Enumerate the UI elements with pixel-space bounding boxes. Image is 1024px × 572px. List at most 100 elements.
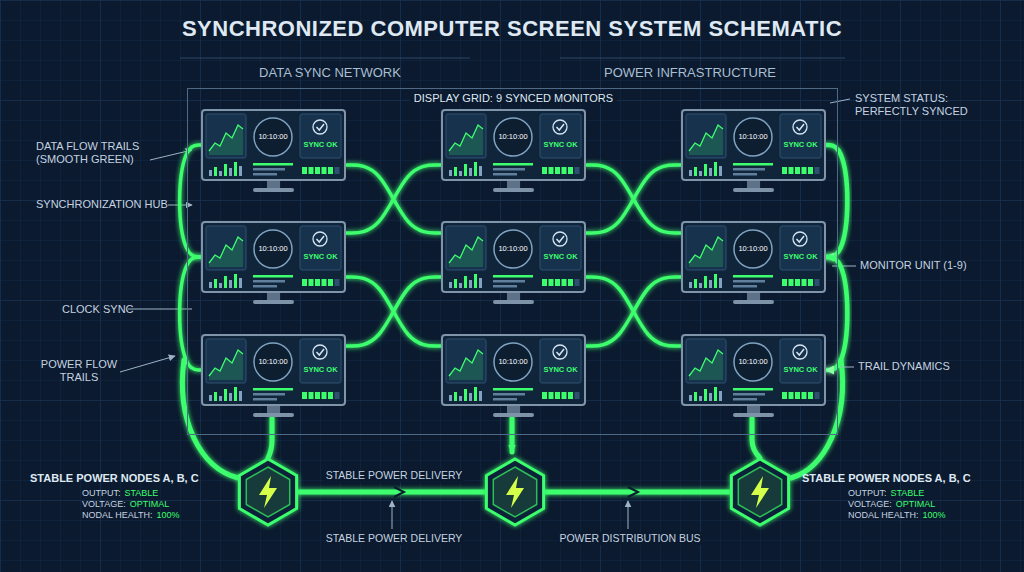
leader-line: [628, 501, 629, 529]
frame-heading: DISPLAY GRID: 9 SYNCED MONITORS: [410, 92, 617, 104]
callout-label: SYSTEM STATUS: PERFECTLY SYNCED: [855, 92, 995, 118]
monitor-base: [493, 188, 534, 192]
callout-label: TRAIL DYNAMICS: [858, 360, 950, 373]
callout-label: POWER DISTRIBUTION BUS: [557, 532, 702, 545]
callout-label: STABLE POWER NODES A, B, C: [30, 472, 199, 485]
monitor-base: [253, 300, 294, 304]
data-flow-trail: [586, 249, 681, 254]
monitor-unit: 10:10:00SYNC OK: [681, 109, 826, 193]
clock-time: 10:10:00: [493, 357, 533, 366]
clock-time: 10:10:00: [493, 132, 533, 141]
power-node-hexagon: [731, 459, 788, 525]
data-flow-trail: [586, 137, 681, 142]
monitor-unit: 10:10:00SYNC OK: [441, 109, 586, 193]
monitor-base: [733, 188, 774, 192]
leader-line: [128, 309, 192, 310]
sync-status: SYNC OK: [780, 365, 821, 374]
sync-status: SYNC OK: [780, 140, 821, 149]
sync-status: SYNC OK: [540, 365, 581, 374]
power-node-hexagon: [239, 459, 296, 525]
diagram-title: SYNCHRONIZED COMPUTER SCREEN SYSTEM SCHE…: [182, 16, 842, 42]
leader-lines: [120, 99, 856, 529]
monitor-stand: [507, 406, 520, 413]
data-flow-trail: [346, 165, 441, 233]
callout-label: OUTPUT:: [848, 488, 887, 499]
leader-line: [830, 99, 850, 103]
clock-time: 10:10:00: [253, 244, 293, 253]
callout-label: DATA SYNC NETWORK: [259, 65, 401, 81]
callout-label: STABLE POWER NODES A, B, C: [802, 472, 971, 485]
callout-label: DATA FLOW TRAILS (SMOOTH GREEN): [36, 140, 148, 166]
data-flow-trail: [586, 277, 681, 346]
data-flow-trail: [346, 277, 441, 346]
status-value: OPTIMAL: [130, 499, 170, 510]
display-grid-frame: DISPLAY GRID: 9 SYNCED MONITORS10:10:00S…: [187, 88, 838, 435]
callout-label: MONITOR UNIT (1-9): [860, 259, 967, 272]
monitor-base: [493, 413, 534, 417]
status-value: STABLE: [891, 488, 925, 499]
power-wire: [510, 418, 515, 452]
monitor-unit: 10:10:00SYNC OK: [201, 334, 346, 418]
callout-label: OUTPUT:: [82, 488, 121, 499]
monitor-stand: [507, 181, 520, 188]
data-flow-trail: [826, 257, 847, 370]
monitor-stand: [507, 293, 520, 300]
monitor-stand: [747, 293, 760, 300]
leader-line: [120, 356, 175, 372]
power-node-hexagon: [486, 459, 543, 525]
sync-status: SYNC OK: [780, 252, 821, 261]
bus-arrow: [628, 487, 638, 497]
sync-status: SYNC OK: [540, 140, 581, 149]
callout-label: NODAL HEALTH:: [82, 510, 153, 521]
data-flow-trail: [180, 145, 201, 257]
leader-line: [832, 266, 856, 267]
clock-time: 10:10:00: [253, 132, 293, 141]
clock-time: 10:10:00: [493, 244, 533, 253]
clock-time: 10:10:00: [733, 357, 773, 366]
sync-status: SYNC OK: [300, 252, 341, 261]
monitor-unit: 10:10:00SYNC OK: [201, 221, 346, 305]
monitor-base: [253, 413, 294, 417]
callout-label: STABLE POWER DELIVERY: [324, 469, 465, 482]
monitor-stand: [267, 293, 280, 300]
bus-arrow: [394, 487, 404, 497]
power-wire: [268, 418, 272, 458]
status-value: 100%: [923, 510, 946, 521]
sync-status: SYNC OK: [300, 365, 341, 374]
monitor-stand: [267, 406, 280, 413]
power-bus: [298, 490, 486, 495]
monitor-stand: [747, 181, 760, 188]
monitor-stand: [747, 406, 760, 413]
data-flow-trail: [586, 165, 681, 233]
callout-label: SYNCHRONIZATION HUB: [36, 198, 168, 211]
data-flow-trail: [346, 362, 441, 367]
status-value: 100%: [157, 510, 180, 521]
monitor-stand: [267, 181, 280, 188]
monitor-unit: 10:10:00SYNC OK: [681, 334, 826, 418]
power-wire: [752, 418, 760, 458]
monitor-base: [733, 300, 774, 304]
sync-status: SYNC OK: [300, 140, 341, 149]
callout-label: STABLE POWER DELIVERY: [324, 532, 465, 545]
callout-label: NODAL HEALTH:: [848, 510, 919, 521]
callout-label: CLOCK SYNC: [62, 303, 134, 316]
data-flow-trail: [346, 277, 441, 346]
data-flow-trail: [346, 165, 441, 233]
monitor-unit: 10:10:00SYNC OK: [441, 334, 586, 418]
data-flow-trail: [346, 137, 441, 142]
monitor-base: [493, 300, 534, 304]
leader-line: [392, 501, 393, 529]
callout-label: POWER FLOW TRAILS: [40, 358, 118, 384]
status-value: STABLE: [125, 488, 159, 499]
monitor-unit: 10:10:00SYNC OK: [681, 221, 826, 305]
data-flow-trail: [586, 277, 681, 346]
monitor-base: [253, 188, 294, 192]
data-flow-trail: [586, 362, 681, 367]
data-flow-trail: [826, 145, 847, 257]
data-flow-trail: [346, 249, 441, 254]
callout-label: POWER INFRASTRUCTURE: [604, 65, 776, 81]
data-flow-trail: [527, 181, 532, 221]
monitor-unit: 10:10:00SYNC OK: [201, 109, 346, 193]
